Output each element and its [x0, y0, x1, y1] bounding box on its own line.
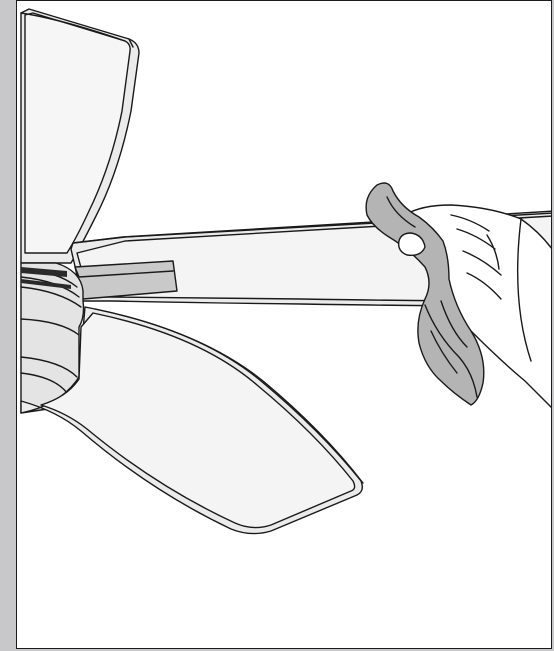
illustration-panel	[16, 0, 552, 649]
left-frame-rail	[0, 0, 16, 651]
fan-blade-top	[21, 9, 139, 263]
fan-cleaning-illustration	[17, 1, 552, 649]
